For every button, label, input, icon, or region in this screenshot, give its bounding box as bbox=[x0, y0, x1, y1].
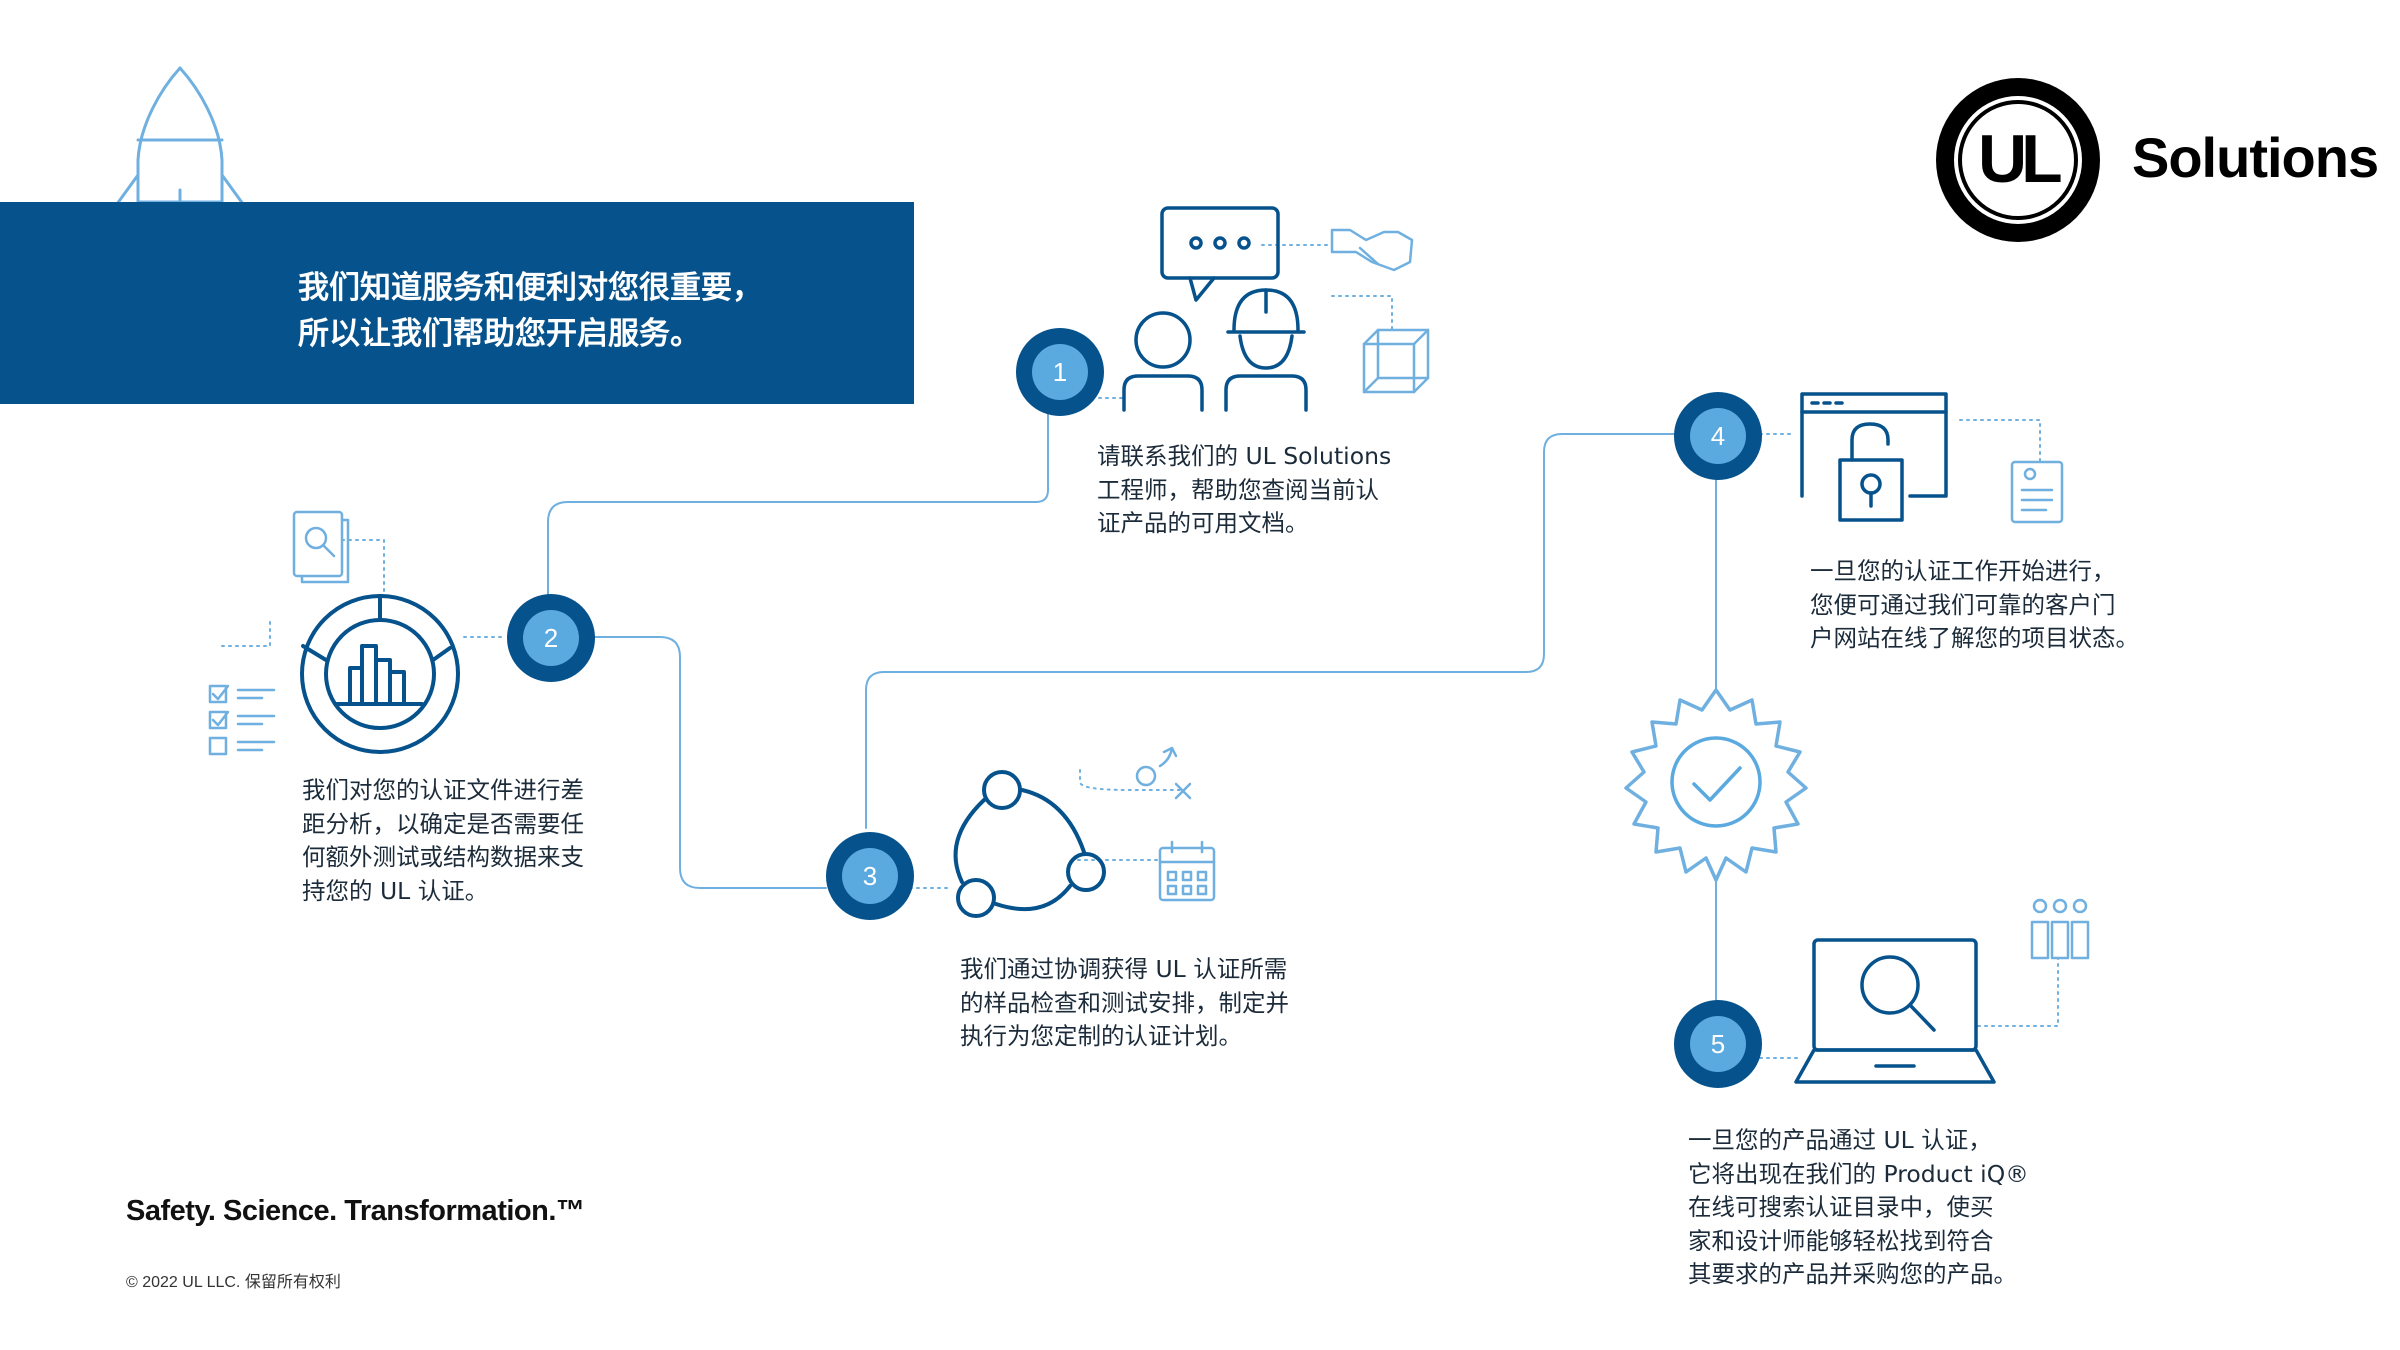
dotted-leaders bbox=[221, 244, 2059, 1059]
step-2-line: 何额外测试或结构数据来支 bbox=[302, 843, 584, 871]
step-1-line: 证产品的可用文档。 bbox=[1097, 509, 1309, 537]
step-1-line: 工程师，帮助您查阅当前认 bbox=[1097, 475, 1379, 504]
step-1-text: 请联系我们的 UL Solutions 工程师，帮助您查阅当前认 证产品的可用文… bbox=[1097, 440, 1391, 541]
seal-check-icon bbox=[1624, 688, 1808, 882]
step-3-line: 执行为您定制的认证计划。 bbox=[960, 1022, 1242, 1050]
ul-logo-mark: UL bbox=[1978, 121, 2063, 197]
step-5-line: 一旦您的产品通过 UL 认证， bbox=[1688, 1126, 1992, 1154]
hard-hat-icon bbox=[1224, 288, 1308, 412]
step-3-line: 的样品检查和测试安排，制定并 bbox=[960, 988, 1289, 1017]
headline-banner bbox=[0, 202, 914, 404]
certificate-icon bbox=[2010, 460, 2064, 524]
step-2-text: 我们对您的认证文件进行差 距分析，以确定是否需要任 何额外测试或结构数据来支 持… bbox=[302, 774, 584, 908]
ul-logo-icon bbox=[1936, 78, 2100, 242]
step-5-text: 一旦您的产品通过 UL 认证， 它将出现在我们的 Product iQ® 在线可… bbox=[1688, 1124, 2029, 1292]
step-5-line: 在线可搜索认证目录中，使买 bbox=[1688, 1193, 1994, 1221]
step-2-number: 2 bbox=[523, 610, 579, 666]
step-5-line: 家和设计师能够轻松找到符合 bbox=[1688, 1226, 1994, 1255]
headline-line-1: 我们知道服务和便利对您很重要， bbox=[298, 270, 763, 306]
step-5-badge: 5 bbox=[1674, 1000, 1762, 1088]
step-3-badge: 3 bbox=[826, 832, 914, 920]
checklist-icon bbox=[208, 684, 276, 756]
logo-wordmark: Solutions bbox=[2132, 126, 2379, 189]
step-1-number: 1 bbox=[1032, 344, 1088, 400]
step-1-badge: 1 bbox=[1016, 328, 1104, 416]
step-2-line: 我们对您的认证文件进行差 bbox=[302, 776, 584, 804]
step-4-line: 您便可通过我们可靠的客户门 bbox=[1810, 590, 2116, 619]
cube-icon bbox=[1362, 328, 1430, 394]
step-3-line: 我们通过协调获得 UL 认证所需 bbox=[960, 955, 1288, 983]
step-3-number: 3 bbox=[842, 848, 898, 904]
headline-text: 我们知道服务和便利对您很重要， 所以让我们帮助您开启服务。 bbox=[298, 265, 898, 357]
step-2-line: 持您的 UL 认证。 bbox=[302, 876, 489, 905]
chat-bubble-icon bbox=[1160, 206, 1280, 302]
cycle-icon bbox=[953, 770, 1106, 918]
strategy-icon bbox=[1135, 746, 1192, 800]
tagline: Safety. Science. Transformation.™ bbox=[126, 1195, 585, 1227]
step-5-line: 其要求的产品并采购您的产品。 bbox=[1688, 1260, 2017, 1288]
laptop-search-icon bbox=[1794, 938, 1996, 1084]
people-icon bbox=[1122, 311, 1204, 412]
step-3-text: 我们通过协调获得 UL 认证所需 的样品检查和测试安排，制定并 执行为您定制的认… bbox=[960, 953, 1289, 1054]
handshake-icon bbox=[1330, 228, 1414, 272]
step-4-line: 户网站在线了解您的项目状态。 bbox=[1810, 624, 2139, 652]
step-2-line: 距分析，以确定是否需要任 bbox=[302, 809, 584, 838]
browser-lock-icon bbox=[1800, 392, 1948, 522]
step-4-line: 一旦您的认证工作开始进行， bbox=[1810, 557, 2116, 585]
chart-ring-icon bbox=[300, 594, 460, 754]
team-icon bbox=[2030, 898, 2090, 960]
calendar-icon bbox=[1158, 840, 1216, 902]
step-4-number: 4 bbox=[1690, 408, 1746, 464]
document-search-icon bbox=[292, 510, 350, 584]
headline-line-2: 所以让我们帮助您开启服务。 bbox=[298, 316, 701, 352]
step-5-line: 它将出现在我们的 Product iQ® bbox=[1688, 1159, 2029, 1188]
step-4-badge: 4 bbox=[1674, 392, 1762, 480]
copyright: © 2022 UL LLC. 保留所有权利 bbox=[126, 1274, 341, 1291]
step-5-number: 5 bbox=[1690, 1016, 1746, 1072]
step-2-badge: 2 bbox=[507, 594, 595, 682]
step-1-line: 请联系我们的 UL Solutions bbox=[1097, 442, 1392, 470]
step-4-text: 一旦您的认证工作开始进行， 您便可通过我们可靠的客户门 户网站在线了解您的项目状… bbox=[1810, 555, 2139, 656]
connector-path bbox=[547, 372, 1717, 1001]
